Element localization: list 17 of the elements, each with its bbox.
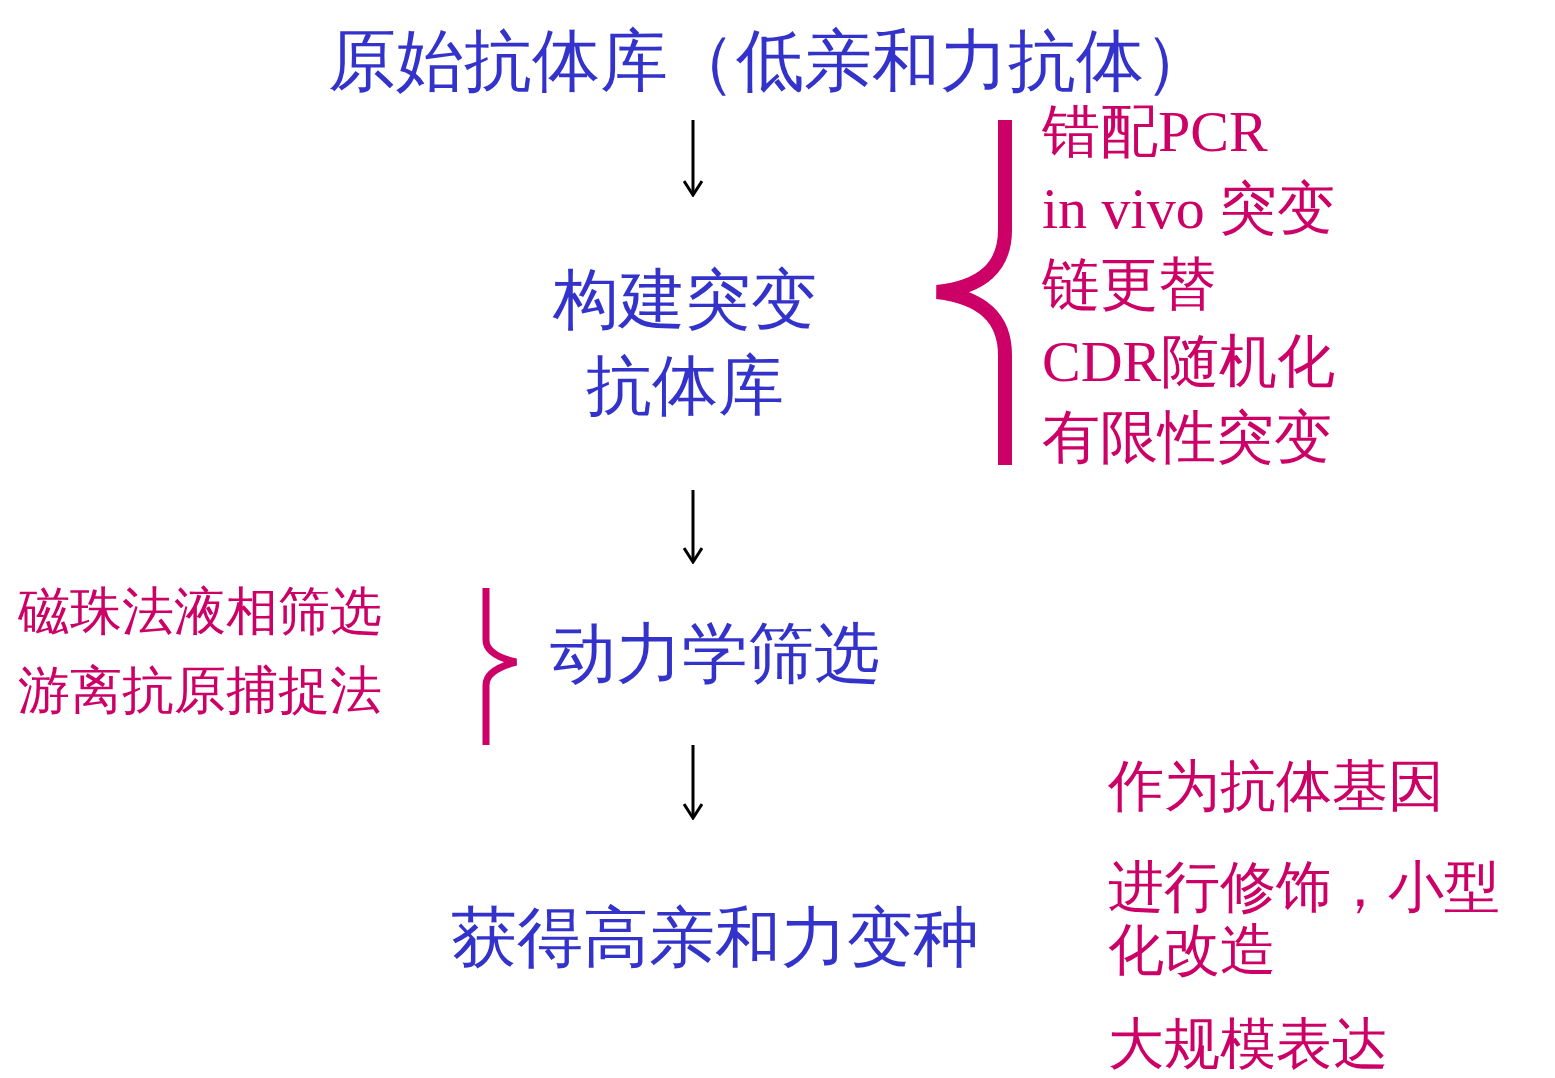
note-text: 错配PCR (1042, 100, 1268, 164)
step-text: 动力学筛选 (550, 614, 880, 692)
arrow (682, 745, 704, 820)
step-text: 获得高亲和力变种 (451, 899, 979, 977)
note-text: CDR随机化 (1042, 330, 1336, 394)
note-text: 作为抗体基因 (1108, 756, 1444, 818)
note-text: 磁珠法液相筛选 (18, 583, 382, 641)
note-text: 有限性突变 (1042, 406, 1332, 470)
step-text: 构建突变抗体库 (552, 260, 818, 424)
note-text: 游离抗原捕捉法 (18, 662, 382, 720)
arrow (682, 120, 704, 197)
note-text: 链更替 (1042, 253, 1216, 317)
note-text: in vivo 突变 (1042, 177, 1336, 241)
step-text: 原始抗体库（低亲和力抗体） (328, 20, 1212, 100)
note-text: 进行修饰，小型化改造 (1108, 856, 1501, 982)
note-text: 大规模表达 (1108, 1014, 1388, 1076)
arrow (682, 490, 704, 564)
